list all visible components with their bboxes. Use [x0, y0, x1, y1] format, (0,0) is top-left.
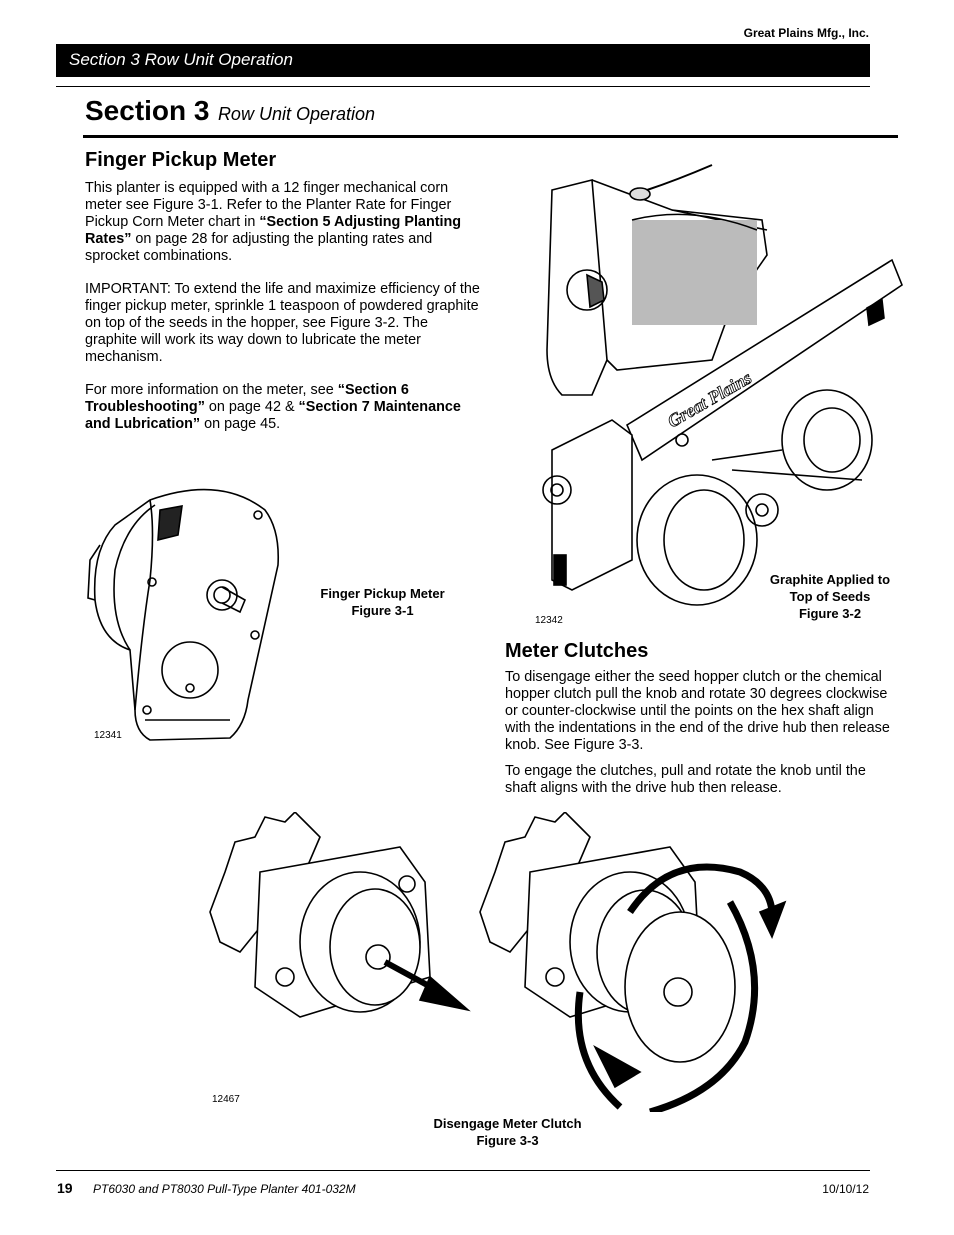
fig1-caption-number: Figure 3-1	[351, 603, 414, 618]
p3-text-a: For more information on the meter, see	[85, 382, 338, 398]
p3-text-c: on page 42 &	[204, 399, 299, 415]
fig3-caption-title: Disengage Meter Clutch	[433, 1116, 582, 1131]
fig2-image-number: 12342	[535, 615, 563, 626]
fig3-caption: Disengage Meter Clutch Figure 3-3	[410, 1115, 605, 1149]
fig2-caption-line-1: Graphite Applied to	[769, 572, 891, 587]
meter-clutches-paragraph-1: To disengage either the seed hopper clut…	[505, 669, 890, 753]
header-rule	[56, 86, 870, 87]
p1-text-c: on page 28 for adjusting the planting ra…	[85, 231, 433, 264]
footer-rule	[56, 1170, 870, 1171]
fig2-caption: Graphite Applied to Top of Seeds Figure …	[755, 571, 905, 622]
finger-pickup-body: This planter is equipped with a 12 finge…	[85, 180, 480, 433]
finger-pickup-paragraph-2: IMPORTANT: To extend the life and maximi…	[85, 281, 480, 365]
running-title: Section 3 Row Unit Operation	[69, 50, 293, 69]
row-unit-hopper-illustration: Great Plains 12342	[535, 164, 903, 626]
finger-pickup-section: Finger Pickup Meter This planter is equi…	[85, 149, 480, 449]
page-number: 19	[57, 1180, 73, 1196]
p1-text-a: This planter is equipped with a 12 finge…	[85, 180, 452, 230]
finger-pickup-paragraph-1: This planter is equipped with a 12 finge…	[85, 180, 480, 265]
finger-pickup-heading: Finger Pickup Meter	[85, 149, 277, 171]
p3-link-section7[interactable]: “Section 7 Maintenance and Lubrication”	[85, 399, 461, 432]
meter-clutches-body: To disengage either the seed hopper clut…	[505, 669, 897, 797]
finger-pickup-meter-illustration: 12341	[87, 488, 280, 741]
p1-link-section5[interactable]: “Section 5 Adjusting Planting Rates”	[85, 214, 462, 247]
fig2-caption-line-2: Top of Seeds	[789, 589, 871, 604]
fig1-caption: Finger Pickup Meter Figure 3-1	[305, 585, 460, 619]
fig1-caption-title: Finger Pickup Meter	[320, 586, 445, 601]
document-date: 10/10/12	[822, 1182, 869, 1196]
fig1-image-number: 12341	[94, 730, 122, 741]
fig3-image-number: 12467	[212, 1094, 240, 1105]
company-name: Great Plains Mfg., Inc.	[743, 26, 869, 40]
section-rule	[83, 135, 898, 138]
meter-clutches-paragraph-2: To engage the clutches, pull and rotate …	[505, 763, 866, 796]
document-title: PT6030 and PT8030 Pull-Type Planter 401-…	[93, 1182, 356, 1196]
section-title: Section 3 Row Unit Operation	[85, 95, 375, 127]
fig2-caption-number: Figure 3-2	[798, 606, 862, 621]
p3-link-section6[interactable]: “Section 6 Troubleshooting”	[85, 382, 409, 415]
meter-clutch-illustration: 12467	[209, 812, 787, 1112]
meter-clutches-section: Meter Clutches To disengage either the s…	[505, 640, 897, 813]
meter-clutches-heading: Meter Clutches	[505, 640, 649, 662]
finger-pickup-paragraph-3: For more information on the meter, see “…	[85, 382, 480, 433]
running-header-bar: Section 3 Row Unit Operation	[56, 44, 870, 77]
p3-text-e: on page 45.	[200, 416, 281, 432]
section-number: Section 3	[85, 95, 210, 126]
fig3-caption-number: Figure 3-3	[476, 1133, 539, 1148]
section-subtitle: Row Unit Operation	[217, 104, 376, 124]
